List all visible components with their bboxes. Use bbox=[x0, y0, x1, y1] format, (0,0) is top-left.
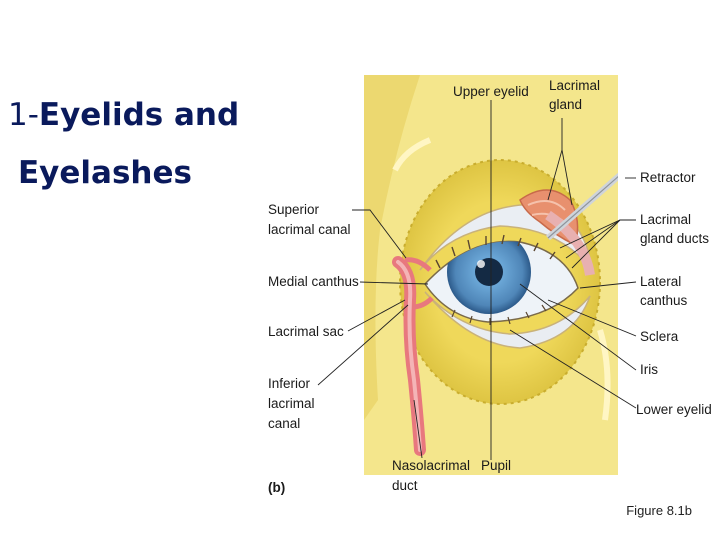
leader-inferior-canal bbox=[317, 304, 409, 386]
leader-lacrimal-sac bbox=[347, 299, 406, 332]
label-lacrimal-gland-1: Lacrimal bbox=[549, 78, 600, 93]
label-lower-eyelid: Lower eyelid bbox=[636, 402, 712, 417]
label-nasolacrimal-2: duct bbox=[392, 478, 418, 493]
label-lacrimal-gland-2: gland bbox=[549, 97, 582, 112]
eye-highlight bbox=[477, 260, 485, 268]
label-lacrimal-ducts-2: gland ducts bbox=[640, 231, 709, 246]
panel-label: (b) bbox=[268, 480, 285, 495]
retractor-outline bbox=[547, 175, 618, 239]
title-line-2: Eyelashes bbox=[18, 155, 192, 191]
leader-lateral-canthus bbox=[579, 281, 637, 289]
figure-caption: Figure 8.1b bbox=[626, 503, 692, 518]
nose-shadow bbox=[364, 75, 420, 420]
orbit-rim-upper bbox=[392, 137, 432, 172]
leader-medial-canthus bbox=[359, 281, 429, 285]
leader-superior-canal bbox=[352, 209, 407, 259]
label-upper-eyelid: Upper eyelid bbox=[453, 84, 529, 99]
label-lacrimal-ducts-1: Lacrimal bbox=[640, 212, 691, 227]
label-medial-canthus: Medial canthus bbox=[268, 274, 359, 289]
label-inferior-canal-3: canal bbox=[268, 416, 300, 431]
label-inferior-canal-1: Inferior bbox=[268, 376, 311, 391]
superior-lacrimal-canal bbox=[404, 257, 432, 272]
leader-ducts-b bbox=[565, 219, 621, 259]
label-nasolacrimal-1: Nasolacrimal bbox=[392, 458, 470, 473]
illustration bbox=[364, 75, 618, 475]
orbit-rim-lateral bbox=[597, 329, 611, 421]
slide-title: 1-Eyelids and Eyelashes bbox=[8, 86, 258, 202]
label-lacrimal-sac: Lacrimal sac bbox=[268, 324, 344, 339]
label-iris: Iris bbox=[640, 362, 658, 377]
leader-lower-eyelid bbox=[509, 329, 637, 409]
leader-ducts-c bbox=[571, 219, 621, 269]
label-inferior-canal-2: lacrimal bbox=[268, 396, 315, 411]
leader-lacrimal-gland-b bbox=[561, 149, 573, 206]
upper-eyelashes bbox=[435, 234, 556, 269]
label-lateral-canthus-2: canthus bbox=[640, 293, 688, 308]
duct-highlight bbox=[396, 260, 422, 452]
label-superior-canal-2: lacrimal canal bbox=[268, 222, 351, 237]
title-line-1: Eyelids and bbox=[38, 97, 240, 133]
label-pupil: Pupil bbox=[481, 458, 511, 473]
lower-eyelid-fold bbox=[424, 291, 591, 349]
retracted-lid bbox=[545, 210, 595, 276]
label-superior-canal-1: Superior bbox=[268, 202, 320, 217]
title-number: 1- bbox=[8, 97, 39, 133]
orbital-fat-texture bbox=[399, 159, 601, 405]
leader-nasolacrimal bbox=[413, 399, 423, 459]
label-lateral-canthus-1: Lateral bbox=[640, 274, 681, 289]
label-sclera: Sclera bbox=[640, 329, 679, 344]
leader-lines bbox=[317, 100, 637, 460]
label-retractor: Retractor bbox=[640, 170, 696, 185]
leader-sclera bbox=[547, 299, 637, 337]
leader-iris bbox=[519, 283, 637, 371]
lower-eyelashes bbox=[451, 304, 547, 325]
